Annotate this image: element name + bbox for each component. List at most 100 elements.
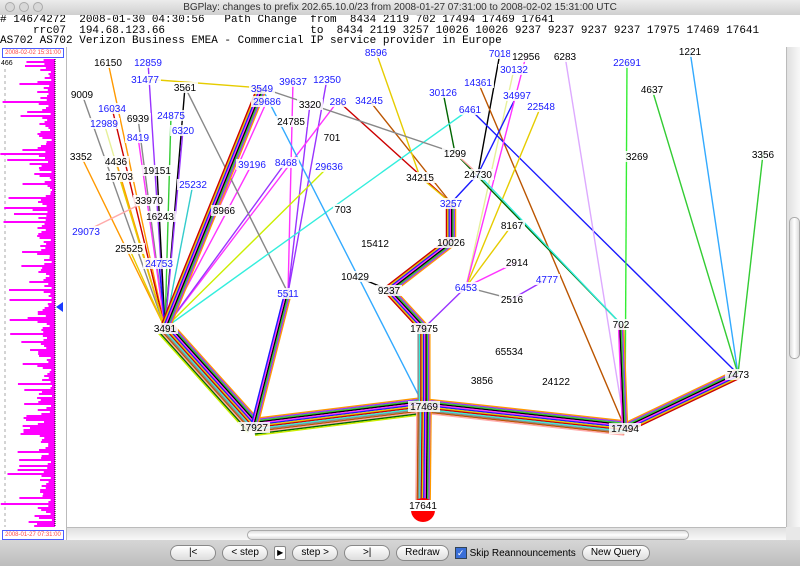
as-node-4637[interactable]: 4637 bbox=[639, 84, 665, 96]
as-node-10026[interactable]: 10026 bbox=[435, 237, 467, 249]
as-node-24122[interactable]: 24122 bbox=[540, 376, 572, 388]
as-node-7473[interactable]: 7473 bbox=[725, 369, 751, 381]
as-node-29686[interactable]: 29686 bbox=[251, 96, 283, 108]
as-node-34245[interactable]: 34245 bbox=[353, 95, 385, 107]
as-node-25232[interactable]: 25232 bbox=[177, 179, 209, 191]
as-node-12859[interactable]: 12859 bbox=[132, 57, 164, 69]
as-node-3257[interactable]: 3257 bbox=[438, 198, 464, 210]
as-node-24785[interactable]: 24785 bbox=[275, 116, 307, 128]
vertical-scrollbar[interactable] bbox=[786, 47, 800, 527]
as-node-4436[interactable]: 4436 bbox=[103, 156, 129, 168]
as-node-65534[interactable]: 65534 bbox=[493, 346, 525, 358]
as-node-6453[interactable]: 6453 bbox=[453, 282, 479, 294]
as-node-6320[interactable]: 6320 bbox=[170, 125, 196, 137]
horizontal-scroll-thumb[interactable] bbox=[247, 530, 689, 540]
as-node-24730[interactable]: 24730 bbox=[462, 169, 494, 181]
as-node-39196[interactable]: 39196 bbox=[236, 159, 268, 171]
skip-reannouncements-checkbox[interactable]: ✓ Skip Reannouncements bbox=[454, 547, 576, 559]
step-back-button[interactable]: < step bbox=[222, 545, 269, 561]
as-node-22691[interactable]: 22691 bbox=[611, 57, 643, 69]
vertical-scroll-thumb[interactable] bbox=[789, 217, 800, 359]
as-node-3856[interactable]: 3856 bbox=[469, 375, 495, 387]
timeline-histogram[interactable] bbox=[0, 47, 66, 540]
as-node-34215[interactable]: 34215 bbox=[404, 172, 436, 184]
step-forward-button[interactable]: step > bbox=[292, 545, 339, 561]
as-node-8167[interactable]: 8167 bbox=[499, 220, 525, 232]
as-node-1221[interactable]: 1221 bbox=[677, 47, 703, 58]
as-node-6939[interactable]: 6939 bbox=[125, 113, 151, 125]
as-node-3561[interactable]: 3561 bbox=[172, 82, 198, 94]
last-event-button[interactable]: >| bbox=[344, 545, 391, 561]
event-timeline[interactable]: 2008-02-02 15:31:00 466 2008-01-27 07:31… bbox=[0, 47, 67, 540]
close-window-button[interactable] bbox=[5, 2, 15, 12]
as-node-25525[interactable]: 25525 bbox=[113, 243, 145, 255]
as-node-2516[interactable]: 2516 bbox=[499, 294, 525, 306]
as-node-9237[interactable]: 9237 bbox=[376, 285, 402, 297]
as-node-8596[interactable]: 8596 bbox=[363, 47, 389, 59]
as-node-17641[interactable]: 17641 bbox=[407, 498, 439, 522]
new-query-button[interactable]: New Query bbox=[581, 545, 650, 561]
horizontal-scrollbar[interactable] bbox=[67, 527, 786, 541]
as-graph-canvas[interactable]: 16150 12859 9009 31477 3561 3549 16034 12989 693… bbox=[67, 47, 786, 527]
zoom-window-button[interactable] bbox=[33, 2, 43, 12]
node-label: 3320 bbox=[299, 100, 322, 111]
as-node-19151[interactable]: 19151 bbox=[141, 165, 173, 177]
node-label: 24785 bbox=[277, 117, 305, 128]
as-node-16034[interactable]: 16034 bbox=[96, 103, 128, 115]
as-node-17927[interactable]: 17927 bbox=[238, 422, 270, 434]
as-node-16150[interactable]: 16150 bbox=[92, 57, 124, 69]
as-node-17469[interactable]: 17469 bbox=[408, 401, 440, 413]
as-node-7018[interactable]: 7018 bbox=[487, 48, 513, 60]
as-node-15412[interactable]: 15412 bbox=[359, 238, 391, 250]
as-node-703[interactable]: 703 bbox=[333, 204, 353, 216]
as-node-3356[interactable]: 3356 bbox=[750, 149, 776, 161]
as-node-22548[interactable]: 22548 bbox=[525, 101, 557, 113]
minimize-window-button[interactable] bbox=[19, 2, 29, 12]
as-node-10429[interactable]: 10429 bbox=[339, 271, 371, 283]
checkmark-icon[interactable]: ✓ bbox=[454, 547, 467, 559]
as-graph[interactable]: 16150 12859 9009 31477 3561 3549 16034 12989 693… bbox=[67, 47, 786, 527]
as-node-30126[interactable]: 30126 bbox=[427, 87, 459, 99]
as-node-702[interactable]: 702 bbox=[611, 319, 631, 331]
as-node-17494[interactable]: 17494 bbox=[609, 423, 641, 435]
node-label: 3257 bbox=[440, 199, 463, 210]
as-node-17975[interactable]: 17975 bbox=[408, 323, 440, 335]
as-node-6283[interactable]: 6283 bbox=[552, 51, 578, 63]
first-event-button[interactable]: |< bbox=[170, 545, 217, 561]
as-node-4777[interactable]: 4777 bbox=[534, 274, 560, 286]
as-node-3320[interactable]: 3320 bbox=[297, 99, 323, 111]
as-node-3491[interactable]: 3491 bbox=[152, 323, 178, 335]
as-node-29636[interactable]: 29636 bbox=[313, 161, 345, 173]
as-node-12989[interactable]: 12989 bbox=[88, 118, 120, 130]
as-node-701[interactable]: 701 bbox=[322, 132, 342, 144]
as-node-34997[interactable]: 34997 bbox=[501, 90, 533, 102]
as-node-1299[interactable]: 1299 bbox=[442, 148, 468, 160]
as-node-30132[interactable]: 30132 bbox=[498, 64, 530, 76]
as-node-8468[interactable]: 8468 bbox=[273, 157, 299, 169]
as-node-9009[interactable]: 9009 bbox=[69, 89, 95, 101]
as-node-29073[interactable]: 29073 bbox=[70, 226, 102, 238]
as-node-12350[interactable]: 12350 bbox=[311, 74, 343, 86]
play-button[interactable]: ▶ bbox=[274, 546, 287, 560]
as-node-3549[interactable]: 3549 bbox=[249, 83, 275, 95]
as-node-8419[interactable]: 8419 bbox=[125, 132, 151, 144]
as-node-12956[interactable]: 12956 bbox=[510, 51, 542, 63]
as-node-286[interactable]: 286 bbox=[328, 96, 348, 108]
as-node-24875[interactable]: 24875 bbox=[155, 110, 187, 122]
as-node-8966[interactable]: 8966 bbox=[211, 205, 237, 217]
as-node-3269[interactable]: 3269 bbox=[624, 151, 650, 163]
as-node-15703[interactable]: 15703 bbox=[103, 171, 135, 183]
as-node-24753[interactable]: 24753 bbox=[143, 258, 175, 270]
as-node-31477[interactable]: 31477 bbox=[129, 74, 161, 86]
redraw-button[interactable]: Redraw bbox=[396, 545, 449, 561]
as-node-3352[interactable]: 3352 bbox=[68, 151, 94, 163]
as-node-39637[interactable]: 39637 bbox=[277, 76, 309, 88]
as-node-2914[interactable]: 2914 bbox=[504, 257, 530, 269]
as-node-5511[interactable]: 5511 bbox=[275, 288, 301, 300]
bundle-line bbox=[424, 400, 626, 425]
as-node-16243[interactable]: 16243 bbox=[144, 211, 176, 223]
as-node-14361[interactable]: 14361 bbox=[462, 77, 494, 89]
as-node-6461[interactable]: 6461 bbox=[457, 104, 483, 116]
as-node-33970[interactable]: 33970 bbox=[133, 195, 165, 207]
timeline-position-marker[interactable] bbox=[56, 302, 63, 313]
